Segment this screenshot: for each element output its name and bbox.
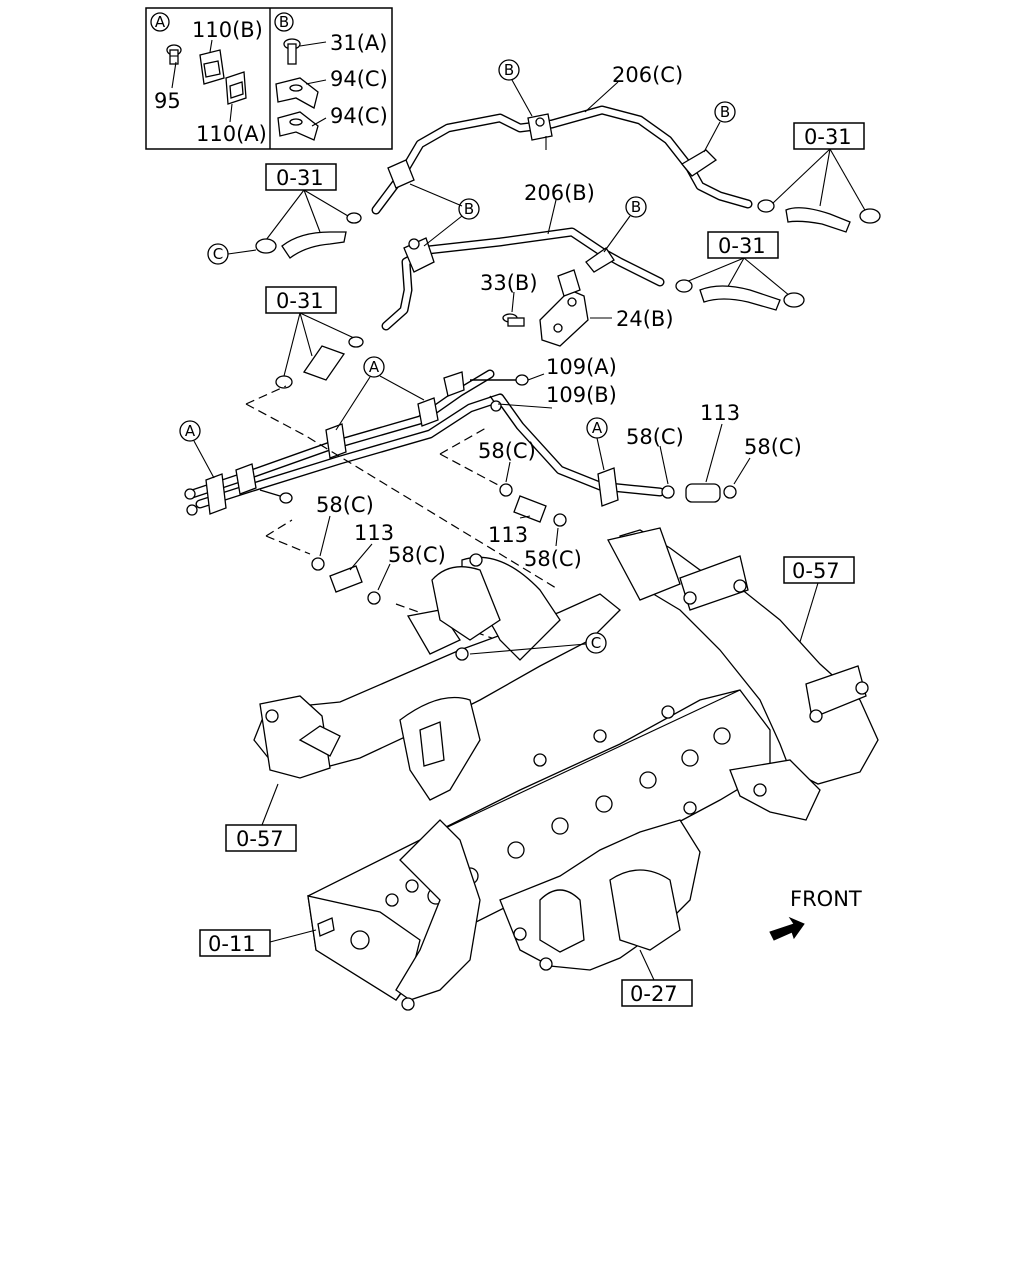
label-95: 95 <box>154 89 181 113</box>
label-113-mid: 113 <box>488 523 528 547</box>
hose-113-upper-right: 58(C) 113 58(C) <box>626 401 802 503</box>
pipe-206c: 206(C) B B <box>371 59 753 215</box>
marker-a1: A <box>369 358 380 376</box>
label-58c-left: 58(C) <box>316 493 374 517</box>
hose-113-left: 58(C) 113 58(C) <box>265 493 446 605</box>
pipe-206b: 206(B) B B <box>381 181 665 331</box>
marker-a2: A <box>185 422 196 440</box>
marker-b-inset <box>274 12 294 32</box>
inset-a-marker-text: A <box>155 13 166 31</box>
exhaust-pipe-upper: 0-57 <box>607 527 879 785</box>
label-113-left: 113 <box>354 521 394 545</box>
ref-057-right: 0-57 <box>792 559 840 583</box>
front-label: FRONT <box>790 887 862 911</box>
bolt-33b: 33(B) <box>480 271 538 327</box>
label-94c-1: 94(C) <box>330 67 388 91</box>
cylinder-head: 0-11 <box>199 689 771 1001</box>
label-33b: 33(B) <box>480 271 538 295</box>
marker-c2: C <box>591 634 601 652</box>
label-206b: 206(B) <box>524 181 595 205</box>
label-206c: 206(C) <box>612 63 683 87</box>
label-31a: 31(A) <box>330 31 387 55</box>
marker-b4: B <box>631 198 641 216</box>
ref-057-left: 0-57 <box>236 827 284 851</box>
clamp-110 <box>199 39 247 123</box>
turbo-pipe <box>399 696 481 801</box>
marker-b3: B <box>464 200 474 218</box>
ref-031-mid-right: 0-31 <box>718 234 766 258</box>
front-arrow-icon <box>769 916 805 941</box>
hose-group-mid-right: 0-31 <box>675 231 805 311</box>
hose-group-left-mid: 0-31 <box>265 286 364 389</box>
inset-b-marker-text: B <box>279 13 289 31</box>
front-indicator: FRONT <box>769 887 862 941</box>
label-109a: 109(A) <box>546 355 617 379</box>
intake-manifold: 0-27 <box>395 759 821 1011</box>
bolt-31a <box>283 38 327 65</box>
ref-027: 0-27 <box>630 982 678 1006</box>
hose-113-mid: 58(C) 113 58(C) <box>439 427 582 571</box>
hose-group-right: 0-31 <box>757 122 881 233</box>
bracket-94c-lower <box>277 111 327 141</box>
label-109b: 109(B) <box>546 383 617 407</box>
label-58c-left-2: 58(C) <box>388 543 446 567</box>
ref-031-left-top: 0-31 <box>276 166 324 190</box>
label-58c-mid: 58(C) <box>478 439 536 463</box>
ref-031-right: 0-31 <box>804 125 852 149</box>
label-94c-2: 94(C) <box>330 104 388 128</box>
ref-011: 0-11 <box>208 932 256 956</box>
label-110a: 110(A) <box>196 122 267 146</box>
label-113-ur: 113 <box>700 401 740 425</box>
pipe-109: 109(A) 109(B) A A A <box>179 355 665 516</box>
marker-a-inset <box>150 12 170 32</box>
ref-031-left-mid: 0-31 <box>276 289 324 313</box>
bolt-95 <box>166 44 182 89</box>
label-24b: 24(B) <box>616 307 674 331</box>
marker-b2: B <box>720 103 730 121</box>
hose-group-left-top: 0-31 C <box>207 163 362 265</box>
label-58c-ur-1: 58(C) <box>626 425 684 449</box>
exhaust-pipe-lower: C 0-57 <box>225 553 621 852</box>
label-58c-mid-2: 58(C) <box>524 547 582 571</box>
inset-box: A 110(B) 95 110(A) B 31(A) 94(C) 94(C) <box>145 7 393 150</box>
label-110b: 110(B) <box>192 18 263 42</box>
marker-c1: C <box>213 245 223 263</box>
bracket-94c-upper <box>275 77 327 109</box>
marker-b1: B <box>504 61 514 79</box>
bracket-24b: 24(B) <box>539 269 674 347</box>
marker-a3: A <box>592 419 603 437</box>
label-58c-ur-2: 58(C) <box>744 435 802 459</box>
